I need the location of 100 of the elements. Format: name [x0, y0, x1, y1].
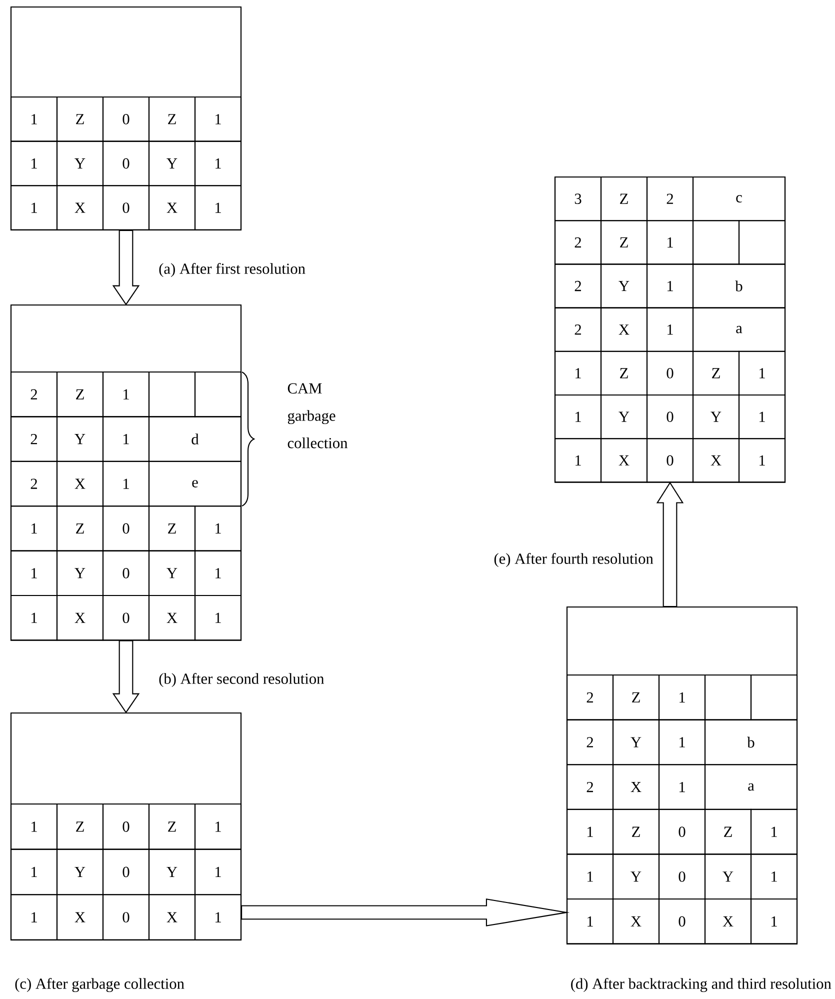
table-cell: Y	[56, 140, 104, 186]
table-cell: 1	[554, 350, 602, 396]
table-cell: 2	[10, 460, 58, 507]
table-cell: 1	[10, 894, 58, 940]
table-cell: 1	[10, 594, 58, 641]
table-cell: 1	[658, 674, 706, 720]
table-cell: 1	[658, 764, 706, 810]
table-cell: Z	[704, 808, 752, 855]
table-cell: 1	[554, 394, 602, 440]
table-cell: d	[148, 416, 242, 462]
table-cell: Y	[56, 848, 104, 896]
table-cell: c	[692, 176, 786, 222]
table-cell: X	[56, 185, 104, 230]
table-cell: 2	[566, 719, 614, 766]
table-cell: Z	[56, 96, 104, 142]
table-cell: 1	[194, 506, 242, 552]
table-cell: 2	[566, 674, 614, 720]
table-cell: 0	[646, 350, 694, 396]
table-cell: X	[148, 894, 196, 940]
table-cell: Z	[612, 674, 660, 720]
table-cell: 1	[194, 803, 242, 850]
memory-stack	[10, 6, 242, 230]
table-cell: Z	[56, 506, 104, 552]
edge-label: (b) After second resolution	[159, 672, 324, 688]
table-cell: Z	[612, 808, 660, 855]
table-cell: 0	[102, 848, 150, 896]
table-cell: 1	[194, 594, 242, 641]
table-cell: Z	[600, 220, 648, 265]
table-cell: 0	[102, 506, 150, 552]
table-cell: 1	[554, 438, 602, 483]
table-cell: 1	[102, 460, 150, 507]
table-cell: 1	[646, 264, 694, 308]
edge-label: (e) After fourth resolution	[494, 552, 654, 568]
table-cell: 1	[102, 416, 150, 462]
table-cell: 1	[194, 848, 242, 896]
table-cell: Y	[600, 394, 648, 440]
memory-stack	[10, 304, 242, 641]
table-cell: X	[612, 764, 660, 810]
table-cell: 3	[554, 176, 602, 222]
table-cell: 2	[554, 307, 602, 352]
table-cell: 2	[554, 220, 602, 265]
table-cell: 1	[102, 371, 150, 418]
table-cell: X	[56, 894, 104, 940]
table-cell: Y	[148, 140, 196, 186]
table-cell: 1	[658, 719, 706, 766]
table-cell: Y	[56, 416, 104, 462]
table-cell: Z	[148, 96, 196, 142]
table-cell: Z	[56, 803, 104, 850]
table-cell: 1	[646, 307, 694, 352]
table-cell: 0	[658, 898, 706, 944]
table-cell: 1	[194, 140, 242, 186]
table-cell: 0	[102, 594, 150, 641]
table-cell: a	[692, 307, 786, 352]
table-cell: 2	[10, 416, 58, 462]
table-cell: 1	[750, 898, 798, 944]
table-cell: 1	[10, 185, 58, 230]
table-cell: 1	[10, 96, 58, 142]
edge-label: (a) After first resolution	[159, 262, 306, 278]
table-cell: X	[704, 898, 752, 944]
table-cell: 1	[566, 808, 614, 855]
table-cell: 2	[10, 371, 58, 418]
table-cell: Y	[612, 854, 660, 900]
table-cell: Y	[148, 848, 196, 896]
table-cell: 1	[750, 854, 798, 900]
table-cell: 1	[738, 350, 786, 396]
table-cell: 1	[10, 550, 58, 596]
table-cell: 0	[102, 803, 150, 850]
table-cell: 1	[10, 848, 58, 896]
table-cell: 1	[10, 803, 58, 850]
table-cell: X	[600, 438, 648, 483]
table-cell: X	[148, 594, 196, 641]
table-cell: 1	[750, 808, 798, 855]
table-cell: 0	[102, 185, 150, 230]
table-cell: X	[612, 898, 660, 944]
annotation-text: CAM garbage collection	[288, 383, 348, 448]
table-cell: Z	[148, 803, 196, 850]
table-cell: Y	[612, 719, 660, 766]
table-cell: X	[56, 460, 104, 507]
table-cell: 1	[738, 394, 786, 440]
table-cell: 0	[102, 96, 150, 142]
node-label: (c) After garbage collection	[15, 978, 184, 992]
table-cell: 2	[566, 764, 614, 810]
table-cell: 0	[646, 438, 694, 483]
table-cell: X	[692, 438, 740, 483]
table-cell: Z	[600, 350, 648, 396]
table-cell: 1	[194, 96, 242, 142]
table-cell: 0	[102, 140, 150, 186]
table-cell: 1	[738, 438, 786, 483]
table-cell: X	[600, 307, 648, 352]
hollow-arrow	[241, 898, 570, 926]
table-cell: Y	[148, 550, 196, 596]
table-cell: Z	[56, 371, 104, 418]
table-cell: 1	[566, 898, 614, 944]
table-cell: X	[56, 594, 104, 641]
hollow-arrow	[112, 640, 140, 714]
table-cell: Z	[600, 176, 648, 222]
table-cell: 0	[102, 894, 150, 940]
table-cell: 1	[566, 854, 614, 900]
table-cell: Y	[600, 264, 648, 308]
table-cell: Y	[56, 550, 104, 596]
